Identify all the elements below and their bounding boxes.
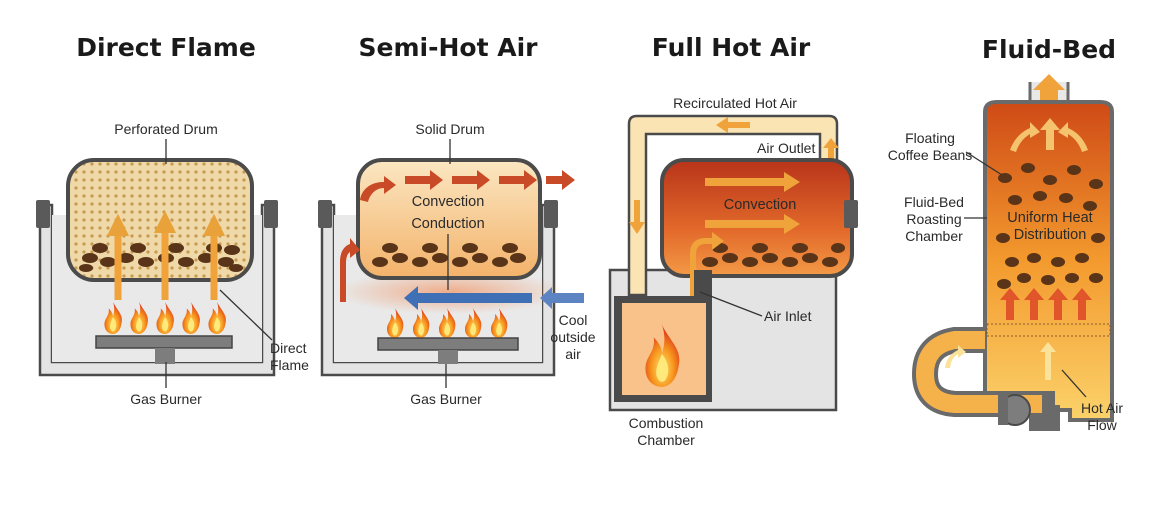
panel-title-fluid-bed: Fluid-Bed	[982, 35, 1116, 64]
solid-drum-label: Solid Drum	[415, 121, 484, 137]
air-inlet-label: Air Inlet	[764, 308, 812, 324]
panel-title-semi-hot-air: Semi-Hot Air	[359, 33, 539, 62]
gas-burner-label: Gas Burner	[410, 391, 482, 407]
convection-label-full: Convection	[724, 197, 797, 213]
gas-burner	[96, 336, 232, 348]
conduction-label: Conduction	[411, 216, 484, 232]
air-outlet-label: Air Outlet	[757, 140, 815, 156]
panel-title-full-hot-air: Full Hot Air	[652, 33, 811, 62]
perforated-drum-label: Perforated Drum	[114, 121, 217, 137]
gas-burner-label: Gas Burner	[130, 391, 202, 407]
recirc-label: Recirculated Hot Air	[673, 95, 797, 111]
panel-title-direct-flame: Direct Flame	[76, 33, 256, 62]
convection-label-semi: Convection	[412, 194, 485, 210]
full-hot-air-panel: Recirculated Hot Air Air Outlet Convecti…	[610, 95, 858, 448]
